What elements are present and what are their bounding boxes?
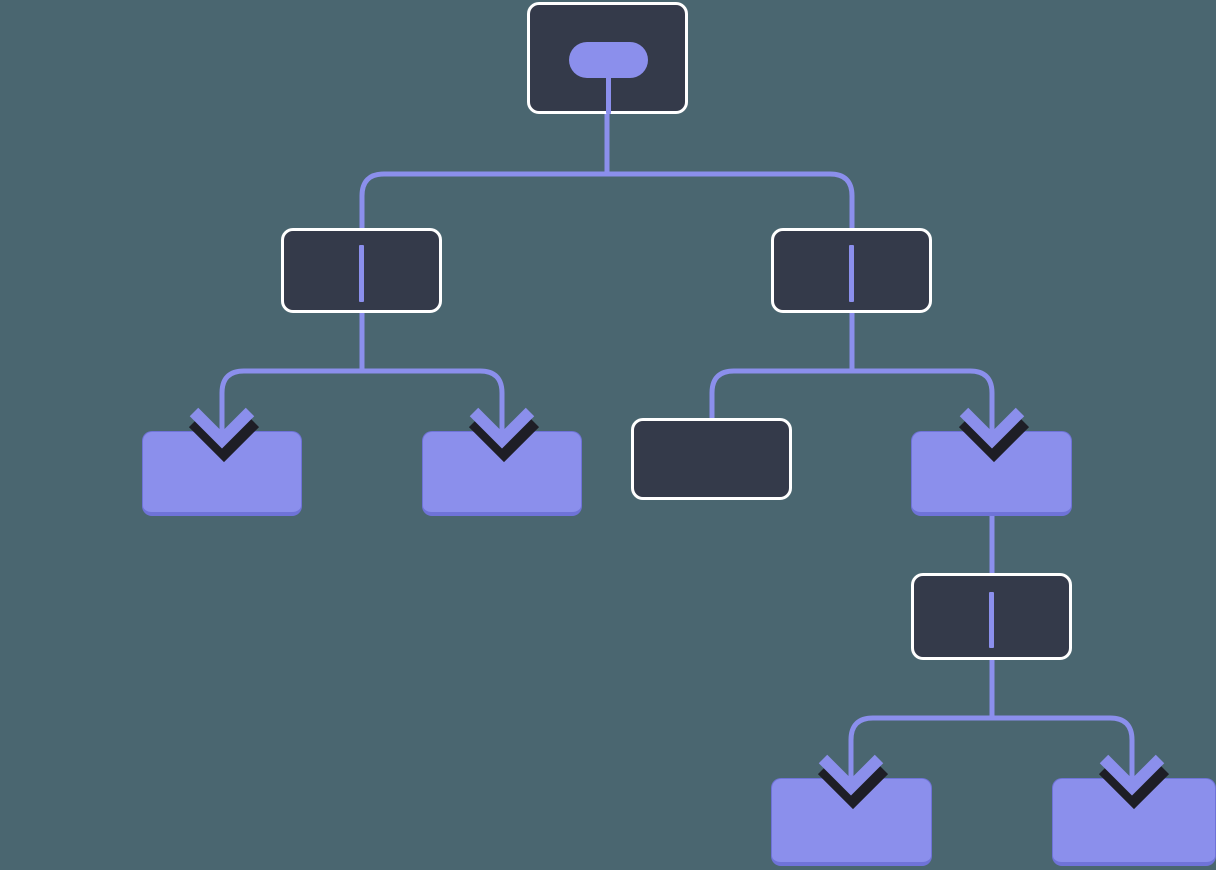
node-level4-inner-line	[989, 592, 994, 648]
node-level3-d[interactable]	[911, 431, 1072, 516]
node-level3-c[interactable]	[631, 418, 792, 500]
node-level3-b[interactable]	[422, 431, 582, 516]
node-level4[interactable]	[911, 573, 1072, 660]
node-level2-left[interactable]	[281, 228, 442, 313]
node-level2-right[interactable]	[771, 228, 932, 313]
node-level3-a[interactable]	[142, 431, 302, 516]
node-level5-a[interactable]	[771, 778, 932, 866]
node-level2-right-inner-line	[849, 245, 854, 302]
root-stem-line	[606, 60, 611, 114]
node-level2-left-inner-line	[359, 245, 364, 302]
node-level5-b[interactable]	[1052, 778, 1216, 866]
node-root[interactable]	[527, 2, 688, 114]
